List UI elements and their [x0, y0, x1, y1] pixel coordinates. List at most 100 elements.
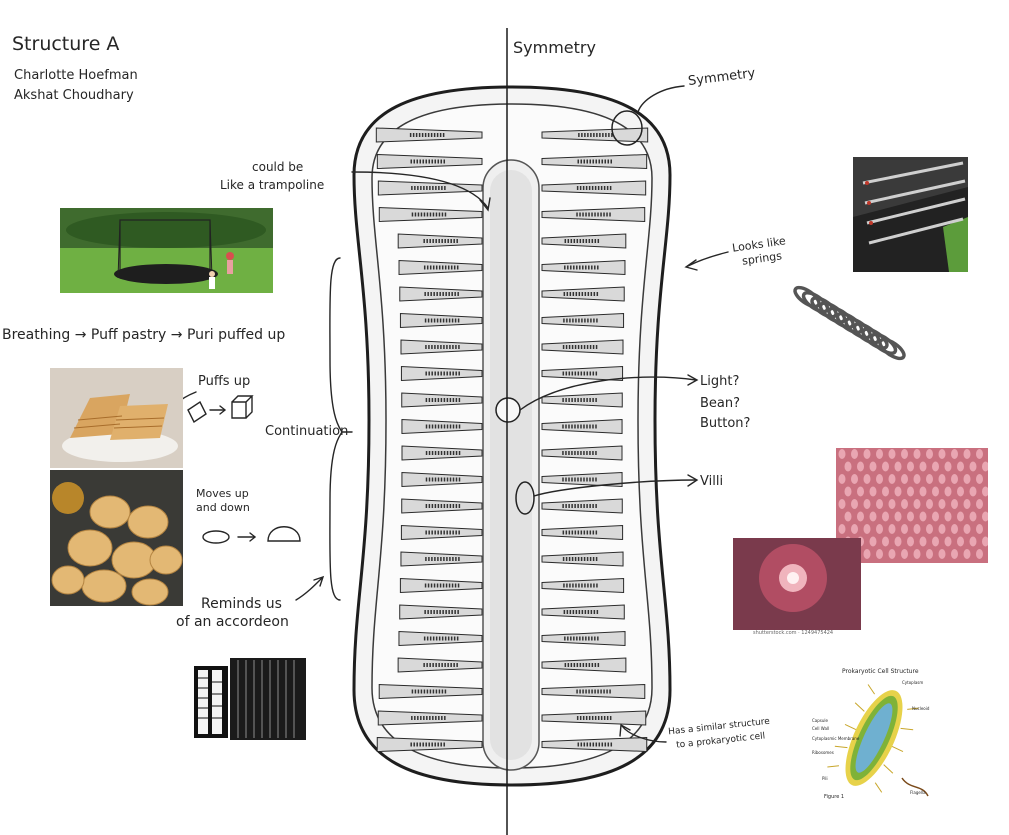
villus	[863, 499, 871, 509]
cell-part-label: Flagella	[910, 790, 926, 795]
villus	[976, 549, 983, 559]
villus	[876, 549, 883, 559]
villus	[963, 549, 971, 559]
villus	[919, 536, 927, 547]
villus	[944, 461, 952, 472]
author-name: Charlotte Hoefman	[14, 68, 138, 83]
villi-highlight	[515, 481, 535, 515]
villus	[851, 449, 858, 459]
cell-part-label: Cytoplasm	[902, 680, 924, 685]
villus	[944, 486, 952, 497]
villus	[888, 549, 896, 559]
diatom-rib	[541, 339, 624, 355]
trampoline-label: could be	[252, 160, 304, 174]
villus	[919, 511, 927, 522]
villus	[982, 486, 988, 497]
villus	[901, 499, 908, 509]
villus	[901, 449, 908, 459]
villus	[888, 449, 896, 459]
diatom-rib	[541, 418, 623, 435]
accordeon-label: Reminds us	[201, 596, 282, 612]
villus	[932, 511, 939, 522]
villus	[901, 474, 908, 484]
villus	[919, 461, 927, 472]
villus	[963, 499, 971, 509]
villus	[851, 524, 858, 534]
villus	[888, 524, 896, 534]
diatom-rib	[541, 551, 624, 567]
symmetry-highlight	[611, 110, 643, 146]
cell-diagram-title: Prokaryotic Cell Structure	[842, 668, 919, 675]
villus	[869, 486, 877, 497]
diatom-rib	[541, 180, 647, 196]
villus	[926, 474, 933, 484]
continuation-label: Continuation	[265, 424, 349, 439]
diatom-rib	[541, 524, 624, 541]
villus	[838, 499, 846, 509]
cell-part-label: Nucleoid	[912, 706, 930, 711]
villus	[938, 449, 946, 459]
villus	[907, 461, 914, 472]
diatom-ribs	[375, 127, 649, 753]
villus	[869, 461, 877, 472]
villus	[869, 536, 877, 547]
bean-question: Bean?	[700, 396, 741, 411]
prokaryotic-cell-diagram: Prokaryotic Cell Structure Cytoplasm Nuc…	[810, 666, 940, 806]
diatom-rib	[541, 471, 623, 488]
diatom-rib	[541, 206, 646, 223]
villus	[876, 474, 883, 484]
villus	[976, 449, 983, 459]
trampoline-springs-photo	[853, 157, 968, 272]
villus	[913, 449, 921, 459]
villus	[969, 461, 977, 472]
villus	[857, 486, 864, 497]
diatom-rib	[541, 445, 623, 461]
villus	[851, 499, 858, 509]
moves-label: Moves up	[196, 487, 249, 500]
trampoline-label: Like a trampoline	[220, 178, 325, 192]
villus	[907, 486, 914, 497]
diatom-rib	[541, 710, 647, 726]
villus	[863, 524, 871, 534]
spring-loop	[878, 337, 906, 361]
villus	[926, 549, 933, 559]
villus	[888, 499, 896, 509]
villus	[913, 524, 921, 534]
villus	[944, 536, 952, 547]
diatom-rib	[541, 392, 623, 408]
diatom-rib	[541, 498, 623, 514]
cell-part-label: Cytoplasmic Membrane	[812, 736, 860, 741]
villi-photo-tunnel: shutterstock.com · 1249475424	[733, 538, 861, 638]
villus	[976, 499, 983, 509]
villus	[844, 461, 852, 472]
villus	[888, 474, 896, 484]
villus	[963, 524, 971, 534]
villus	[951, 524, 958, 534]
villus	[857, 461, 864, 472]
symmetry-label: Symmetry	[513, 38, 596, 57]
puff-pastry-photo	[50, 368, 183, 468]
cell-part-label: Cell Wall	[812, 726, 830, 731]
villus	[851, 474, 858, 484]
diatom-rib	[398, 630, 483, 647]
villus	[876, 524, 883, 534]
diatom-rib	[541, 604, 625, 620]
accordion-photo	[190, 648, 312, 746]
villus	[913, 474, 921, 484]
diatom-rib	[541, 153, 648, 170]
villus	[944, 511, 952, 522]
villus	[982, 461, 988, 472]
villus	[951, 449, 958, 459]
villus	[926, 524, 933, 534]
puri-photo	[50, 470, 183, 606]
villus	[894, 461, 902, 472]
cell-part-label: Ribosomes	[812, 750, 834, 755]
villus	[976, 474, 983, 484]
villus	[863, 474, 871, 484]
villus	[876, 499, 883, 509]
diatom-rib	[398, 259, 483, 276]
villus	[982, 536, 988, 547]
author-name: Akshat Choudhary	[14, 88, 134, 103]
breathing-chain-label: Breathing → Puff pastry → Puri puffed up	[2, 327, 286, 343]
